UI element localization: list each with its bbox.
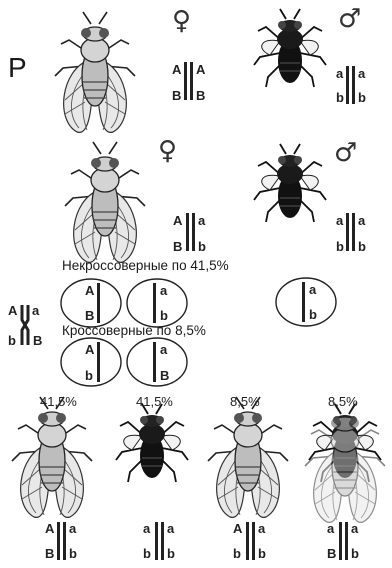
gamete-chromosome bbox=[97, 342, 100, 382]
gene-label: a bbox=[309, 282, 316, 297]
offspring-percent: 41,5% bbox=[40, 394, 77, 409]
gene-label: A bbox=[172, 62, 181, 77]
gamete-circle bbox=[127, 279, 187, 327]
gamete-chromosome bbox=[153, 283, 156, 323]
gene-label: a bbox=[336, 66, 343, 81]
gene-label: B bbox=[172, 88, 181, 103]
gene-label: B bbox=[327, 546, 336, 561]
female-fly-light-2 bbox=[65, 142, 145, 262]
crossover-label: Кроссоверные по 8,5% bbox=[62, 323, 206, 338]
gamete-chromosome bbox=[97, 283, 100, 323]
chromosome-bars bbox=[184, 62, 193, 100]
gene-label: A bbox=[85, 283, 94, 298]
gene-label: b bbox=[160, 308, 168, 323]
gene-label: a bbox=[69, 521, 76, 536]
gamete-circle bbox=[127, 338, 187, 386]
male-fly-dark-2 bbox=[254, 144, 326, 222]
chromosome-bars bbox=[246, 522, 255, 560]
noncrossover-label: Некроссоверные по 41,5% bbox=[62, 258, 229, 273]
gene-label: A bbox=[233, 521, 242, 536]
gene-label: a bbox=[167, 521, 174, 536]
chromosome-bars bbox=[155, 522, 164, 560]
gamete-chromosome bbox=[302, 282, 305, 322]
male-symbol: ♂ bbox=[338, 4, 361, 34]
gene-label: a bbox=[336, 213, 343, 228]
gene-label: b bbox=[143, 546, 151, 561]
offspring-percent: 8,5% bbox=[328, 394, 358, 409]
gene-label: a bbox=[327, 521, 334, 536]
chromosome-bars bbox=[339, 522, 348, 560]
gamete-circle bbox=[276, 278, 336, 326]
gene-label: b bbox=[336, 90, 344, 105]
gene-label: B bbox=[85, 308, 94, 323]
gene-label: a bbox=[358, 213, 365, 228]
gene-label: b bbox=[258, 546, 266, 561]
gene-label: B bbox=[173, 239, 182, 254]
gene-label: a bbox=[351, 521, 358, 536]
male-fly-dark-1 bbox=[254, 9, 326, 87]
gene-label: b bbox=[358, 90, 366, 105]
gene-label: A bbox=[85, 342, 94, 357]
gene-label: a bbox=[258, 521, 265, 536]
gene-label: a bbox=[198, 213, 205, 228]
offspring-percent: 41,5% bbox=[136, 394, 173, 409]
chromosome-bars bbox=[186, 213, 195, 251]
gene-label: b bbox=[336, 239, 344, 254]
gene-label: A bbox=[8, 303, 17, 318]
gamete-chromosome bbox=[153, 342, 156, 382]
offspring-fly-wings bbox=[305, 402, 385, 522]
gene-label: a bbox=[32, 303, 39, 318]
gene-label: b bbox=[351, 546, 359, 561]
p-generation-label: P bbox=[8, 52, 27, 84]
offspring-percent: 8,5% bbox=[230, 394, 260, 409]
gene-label: b bbox=[69, 546, 77, 561]
offspring-fly-dark-1 bbox=[116, 404, 188, 482]
gene-label: A bbox=[45, 521, 54, 536]
female-symbol: ♀ bbox=[172, 6, 191, 36]
gene-label: B bbox=[45, 546, 54, 561]
gene-label: b bbox=[358, 239, 366, 254]
gene-label: A bbox=[196, 62, 205, 77]
gene-label: b bbox=[8, 333, 16, 348]
chromosome-bars bbox=[346, 66, 355, 104]
gene-label: B bbox=[160, 368, 169, 383]
female-fly-light-1 bbox=[55, 12, 135, 132]
gene-label: B bbox=[196, 88, 205, 103]
gene-label: b bbox=[167, 546, 175, 561]
gene-label: b bbox=[233, 546, 241, 561]
chromosome-bars bbox=[346, 213, 355, 251]
female-symbol: ♀ bbox=[158, 136, 177, 166]
gene-label: B bbox=[33, 333, 42, 348]
gene-label: a bbox=[160, 283, 167, 298]
gene-label: a bbox=[160, 342, 167, 357]
crossover-chromosomes bbox=[22, 305, 28, 345]
gene-label: A bbox=[173, 213, 182, 228]
offspring-fly-light-1 bbox=[12, 397, 92, 517]
gene-label: a bbox=[143, 521, 150, 536]
gene-label: b bbox=[85, 368, 93, 383]
offspring-fly-light-2 bbox=[208, 397, 288, 517]
gene-label: a bbox=[358, 66, 365, 81]
gene-label: b bbox=[198, 239, 206, 254]
male-symbol: ♂ bbox=[334, 138, 357, 168]
chromosome-bars bbox=[57, 522, 66, 560]
gene-label: b bbox=[309, 307, 317, 322]
